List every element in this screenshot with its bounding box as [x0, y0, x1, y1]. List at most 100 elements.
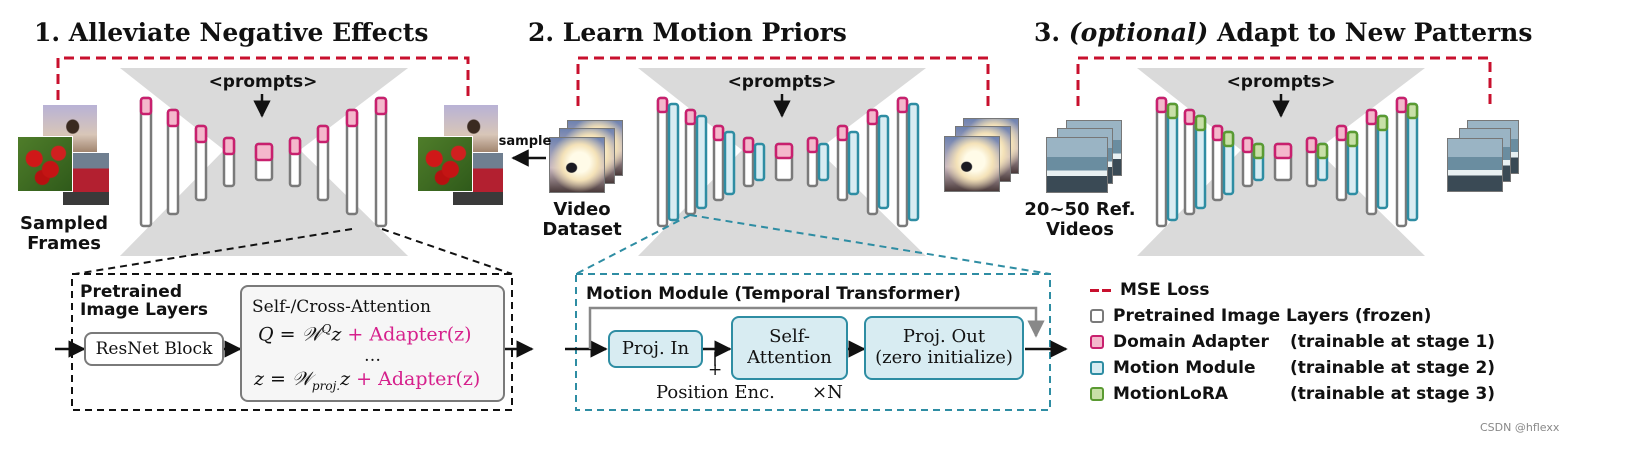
domain-adapter: [1211, 124, 1224, 142]
domain-adapter: [288, 136, 302, 156]
legend-label: Domain Adapter: [1113, 332, 1269, 352]
legend-note: (trainable at stage 3): [1290, 384, 1496, 404]
motion-module-layer: [877, 114, 890, 210]
domain-adapter: [774, 142, 794, 160]
output-video-front: [944, 136, 1000, 192]
domain-adapter: [374, 96, 388, 116]
video-dataset-label: Video Dataset: [542, 199, 622, 240]
mse-loss-bracket-2: [576, 56, 990, 106]
domain-adapter: [1155, 96, 1168, 114]
motionlora-layer: [1252, 142, 1265, 160]
domain-adapter: [1305, 136, 1318, 154]
domain-adapter: [896, 96, 909, 114]
frozen-layer: [684, 108, 697, 216]
domain-adapter: [656, 96, 669, 114]
legend-item-3: Motion Module (trainable at stage 2): [1090, 356, 1495, 380]
frozen-layer: [139, 96, 153, 228]
domain-adapter: [836, 124, 849, 142]
frozen-layer: [1365, 108, 1378, 216]
motion-module-layer: [1166, 102, 1179, 222]
motionlora-layer: [1316, 142, 1329, 160]
plus-sign: +: [708, 360, 723, 380]
motion-module-layer: [695, 114, 708, 210]
self-attention-block: Self- Attention: [731, 316, 848, 380]
position-encoding-label: Position Enc.: [656, 382, 775, 403]
prompts-label-2: <prompts>: [727, 72, 837, 92]
attention-block: [240, 285, 505, 402]
adapter-term-2: + Adapter(z): [356, 368, 481, 390]
mse-loss-bracket-3: [1076, 56, 1492, 110]
video-stack-front: [549, 137, 605, 193]
legend-swatch: [1090, 309, 1104, 323]
legend-item-0: MSE Loss: [1090, 278, 1209, 302]
legend-note: (trainable at stage 2): [1290, 358, 1496, 378]
frozen-layer: [1155, 96, 1168, 228]
domain-adapter: [222, 136, 236, 156]
motion-detail-frame: [575, 273, 1051, 411]
domain-adapter: [194, 124, 208, 144]
sampled-frames-label: Sampled Frames: [19, 213, 108, 254]
adapted-video-front: [1447, 138, 1503, 192]
legend-label: MSE Loss: [1120, 280, 1210, 300]
frozen-layer: [656, 96, 669, 228]
legend-swatch: [1090, 288, 1112, 292]
stage2-title: 2. Learn Motion Priors: [528, 18, 847, 47]
motionlora-layer: [1222, 130, 1235, 148]
legend-note: (trainable at stage 1): [1290, 332, 1496, 352]
legend-label: Pretrained Image Layers (frozen): [1113, 306, 1432, 326]
query-equation: Q = 𝒲Qz + Adapter(z): [258, 322, 472, 346]
motion-module-layer: [1406, 102, 1419, 222]
sample-label: sample: [498, 134, 552, 149]
domain-adapter: [139, 96, 153, 116]
domain-adapter: [742, 136, 755, 154]
motionlora-layer: [1166, 102, 1179, 120]
domain-adapter: [1395, 96, 1408, 114]
attention-title: Self-/Cross-Attention: [252, 297, 431, 317]
domain-adapter: [1183, 108, 1196, 126]
domain-adapter: [806, 136, 819, 154]
output-frame-berries: [417, 136, 473, 192]
stage1-title: 1. Alleviate Negative Effects: [34, 18, 429, 47]
motion-block-title: Motion Module (Temporal Transformer): [586, 284, 961, 304]
sample-frame-berries: [17, 136, 73, 192]
motionlora-layer: [1194, 114, 1207, 132]
frozen-layer: [866, 108, 879, 216]
motionlora-layer: [1406, 102, 1419, 120]
motion-module-layer: [847, 130, 860, 196]
proj-in-block: Proj. In: [608, 330, 703, 368]
domain-adapter: [316, 124, 330, 144]
motionlora-layer: [1376, 114, 1389, 132]
domain-adapter: [1335, 124, 1348, 142]
legend-item-2: Domain Adapter (trainable at stage 1): [1090, 330, 1495, 354]
legend-label: MotionLoRA: [1113, 384, 1229, 404]
ref-video-front: [1046, 137, 1108, 193]
repeat-n-label: ×N: [812, 382, 843, 403]
projection-equation: z = 𝒲proj.z + Adapter(z): [254, 368, 481, 393]
prompts-label-1: <prompts>: [208, 72, 318, 92]
domain-adapter: [866, 108, 879, 126]
watermark: CSDN @hflexx: [1480, 421, 1560, 434]
motion-module-layer: [817, 142, 830, 182]
frozen-layer: [1183, 108, 1196, 216]
legend-label: Motion Module: [1113, 358, 1256, 378]
domain-adapter: [1365, 108, 1378, 126]
motion-module-layer: [907, 102, 920, 222]
stage3-title: 3. (optional) Adapt to New Patterns: [1034, 18, 1533, 47]
pretrained-block-title: Pretrained Image Layers: [80, 282, 209, 320]
resnet-block: ResNet Block: [84, 332, 224, 366]
motion-module-layer: [667, 102, 680, 222]
motion-module-layer: [723, 130, 736, 196]
domain-adapter: [1241, 136, 1254, 154]
zoom-lines-pretrained-right: [381, 228, 513, 275]
skip-connection: [588, 306, 1045, 349]
legend-swatch: [1090, 387, 1104, 401]
domain-adapter: [345, 108, 359, 128]
proj-out-block: Proj. Out (zero initialize): [864, 316, 1024, 380]
domain-adapter: [712, 124, 725, 142]
legend-swatch: [1090, 335, 1104, 349]
domain-adapter: [1273, 142, 1293, 160]
mse-loss-bracket-1: [56, 56, 470, 100]
legend-swatch: [1090, 361, 1104, 375]
zoom-lines-motion-right: [689, 214, 1051, 275]
